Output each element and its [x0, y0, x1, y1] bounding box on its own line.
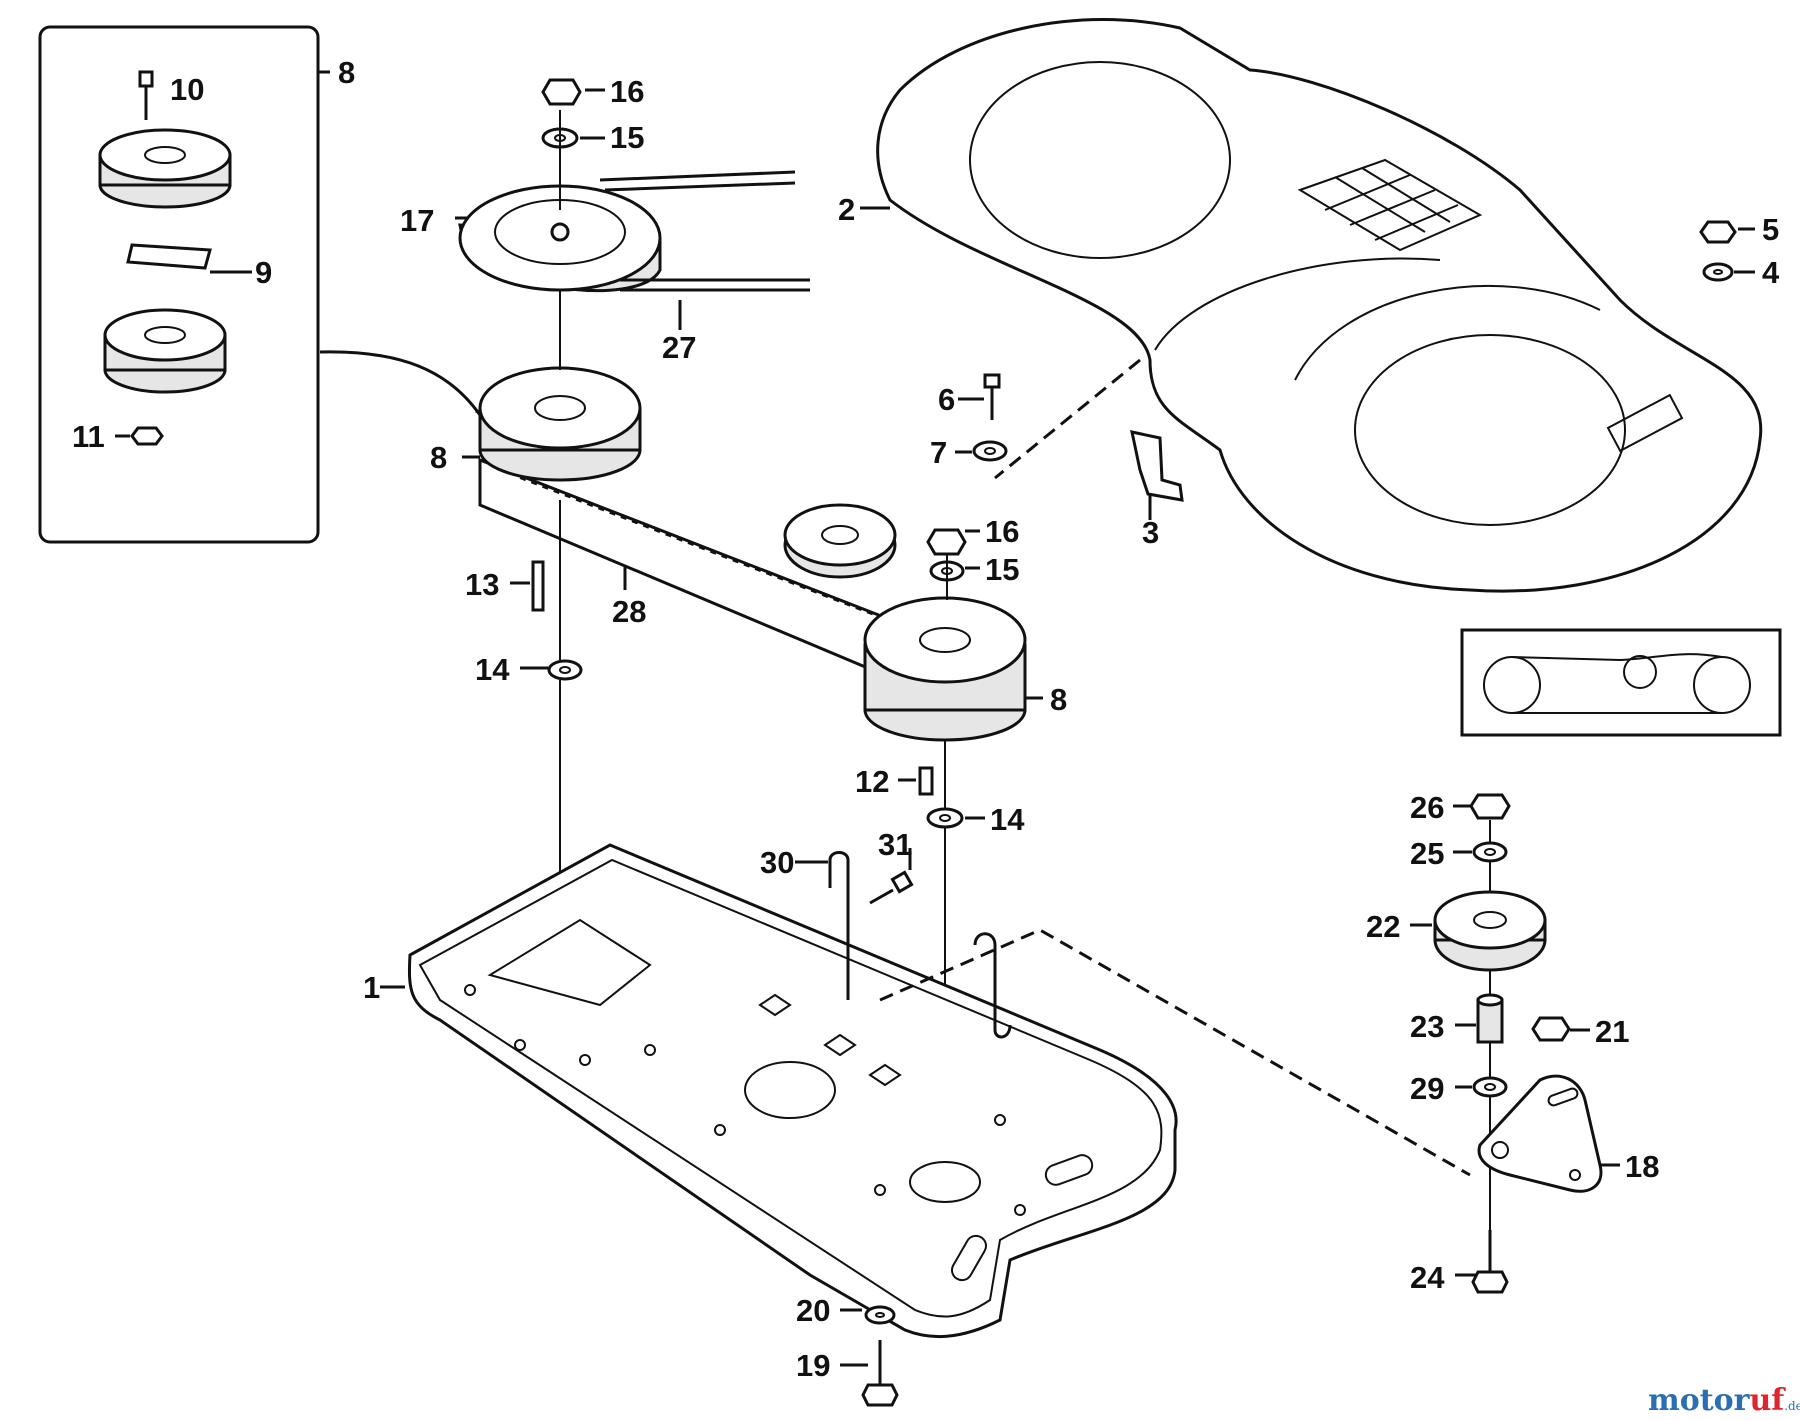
- part-label-28: 28: [612, 594, 646, 629]
- part-label-9: 9: [255, 255, 272, 290]
- part-label-8-inset: 8: [338, 55, 355, 90]
- nut-icon: [1469, 793, 1511, 820]
- drive-belt: [599, 170, 810, 292]
- belt-cover: [876, 18, 1763, 593]
- part-label-1: 1: [363, 970, 380, 1005]
- key-pin-icon: [531, 560, 545, 612]
- bolt-icon: [138, 70, 154, 120]
- part-label-7: 7: [930, 435, 947, 470]
- part-label-18: 18: [1625, 1149, 1659, 1184]
- part-label-14-left: 14: [475, 652, 510, 687]
- part-label-19: 19: [796, 1348, 830, 1383]
- spring-icon: [828, 851, 1012, 1039]
- part-label-11: 11: [72, 419, 105, 454]
- clip-icon: [1130, 430, 1184, 520]
- part-label-27: 27: [662, 330, 696, 365]
- pointer-arrow: [319, 350, 484, 419]
- part-label-21: 21: [1595, 1014, 1629, 1049]
- part-label-8-left: 8: [430, 440, 447, 475]
- key-pin-icon: [918, 766, 934, 796]
- nut-icon: [130, 426, 164, 446]
- watermark-part2: uf: [1749, 1383, 1786, 1418]
- spacer-icon: [1476, 993, 1504, 1044]
- part-label-31: 31: [878, 827, 912, 862]
- watermark-part1: motor: [1648, 1383, 1751, 1418]
- part-label-6: 6: [938, 382, 955, 417]
- bolt-icon: [861, 1340, 899, 1407]
- part-label-13: 13: [465, 567, 499, 602]
- watermark-logo: motoruf.de: [1648, 1383, 1800, 1418]
- bracket-icon: [1477, 1074, 1603, 1193]
- idler-pulley-icon: [783, 503, 897, 579]
- bolt-icon: [1471, 1230, 1509, 1294]
- bolt-icon: [869, 870, 914, 905]
- washer-icon: [972, 440, 1008, 462]
- part-label-8-right: 8: [1050, 682, 1067, 717]
- part-label-24: 24: [1410, 1260, 1445, 1295]
- part-label-4: 4: [1762, 255, 1780, 290]
- washer-icon: [864, 1305, 896, 1325]
- part-label-20: 20: [796, 1293, 830, 1328]
- part-number-labels: 1 2 3 4 5 6 7 8 8 8 8 9 10 11 12 13 14 1…: [72, 55, 1780, 1383]
- part-label-10: 10: [170, 72, 204, 107]
- gear-icon: [478, 366, 642, 482]
- watermark-tld: .de: [1784, 1399, 1800, 1413]
- part-label-29: 29: [1410, 1071, 1444, 1106]
- vent-grille-icon: [1297, 158, 1483, 252]
- part-label-5: 5: [1762, 212, 1779, 247]
- idler-pulley-icon: [1433, 890, 1547, 972]
- svg-text:motoruf.de: motoruf.de: [1648, 1383, 1800, 1418]
- nut-icon: [541, 78, 582, 106]
- part-label-3: 3: [1142, 515, 1159, 550]
- nut-icon: [1699, 220, 1737, 244]
- dashed-leader: [994, 358, 1141, 480]
- part-label-22: 22: [1366, 909, 1400, 944]
- washer-icon: [1702, 262, 1734, 282]
- part-label-16-top: 16: [610, 74, 644, 109]
- bolt-icon: [983, 373, 1001, 420]
- washer-icon: [926, 807, 964, 829]
- nut-icon: [926, 528, 967, 556]
- pulley-icon: [458, 184, 662, 293]
- washer-icon: [547, 659, 583, 681]
- gear-icon: [863, 596, 1027, 742]
- washer-icon: [1472, 841, 1508, 863]
- part-label-26: 26: [1410, 790, 1444, 825]
- washer-icon: [1472, 1076, 1508, 1098]
- gear-icon: [103, 308, 227, 394]
- part-label-25: 25: [1410, 836, 1444, 871]
- part-label-30: 30: [760, 845, 794, 880]
- part-label-14-right: 14: [990, 802, 1025, 837]
- part-label-15-top: 15: [610, 120, 644, 155]
- part-label-2: 2: [838, 192, 855, 227]
- part-label-16-right: 16: [985, 514, 1019, 549]
- part-label-17: 17: [400, 203, 434, 238]
- belt-route-diagram: [1460, 628, 1782, 737]
- nut-icon: [1531, 1016, 1571, 1042]
- detail-inset-gear-assembly: [38, 25, 330, 544]
- clip-icon: [126, 243, 252, 274]
- part-label-23: 23: [1410, 1009, 1444, 1044]
- gear-icon: [98, 128, 232, 209]
- part-label-15-right: 15: [985, 552, 1019, 587]
- part-label-12: 12: [855, 764, 889, 799]
- base-plate: [407, 843, 1178, 1338]
